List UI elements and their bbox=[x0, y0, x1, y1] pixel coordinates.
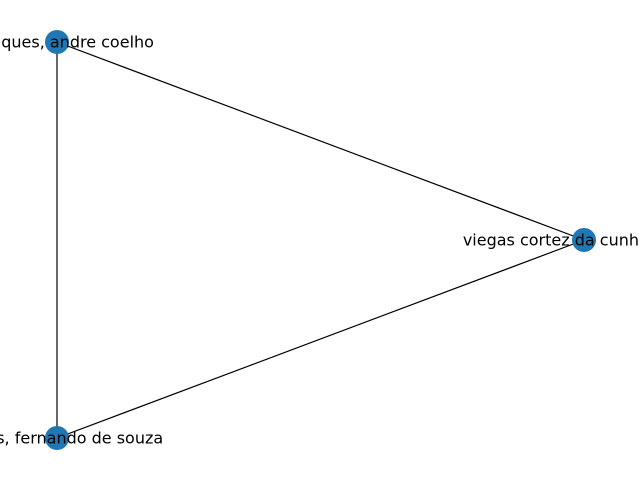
graph-node[interactable] bbox=[45, 426, 69, 450]
nodes-layer bbox=[45, 30, 596, 450]
edge-n2-n3 bbox=[56, 239, 585, 439]
node-label: viegas cortez da cunha, mario bbox=[463, 231, 640, 250]
graph-node[interactable] bbox=[572, 228, 596, 252]
graph-node[interactable] bbox=[45, 30, 69, 54]
edge-n1-n2 bbox=[56, 41, 585, 241]
node-label: henriques, andre coelho bbox=[0, 33, 154, 52]
edges-layer bbox=[56, 41, 585, 439]
labels-layer: henriques, andre coelho viegas cortez da… bbox=[0, 33, 640, 448]
node-label: gomes, fernando de souza bbox=[0, 429, 163, 448]
